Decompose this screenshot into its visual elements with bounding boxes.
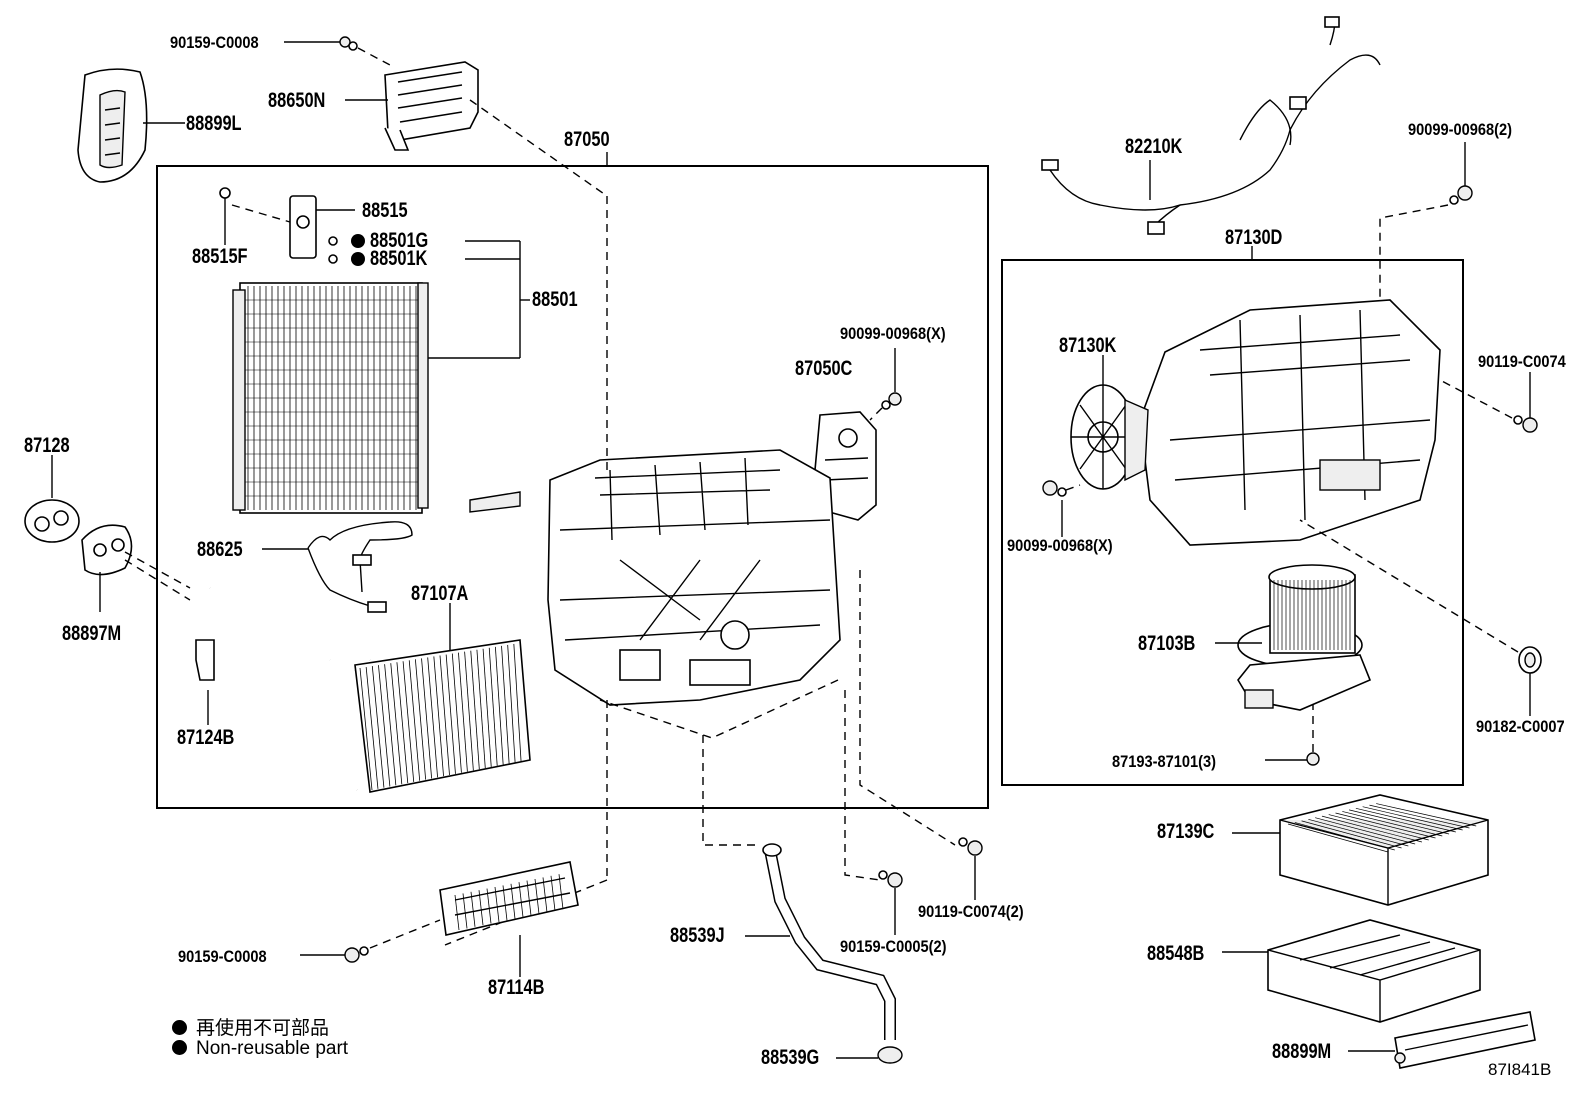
label-90159-c0008-top: 90159-C0008	[170, 33, 259, 52]
label-88650n: 88650N	[268, 89, 326, 112]
label-90119-c0074: 90119-C0074	[1478, 352, 1566, 371]
label-87103b: 87103B	[1138, 632, 1196, 655]
label-88515f: 88515F	[192, 245, 248, 268]
label-87130d: 87130D	[1225, 226, 1283, 249]
legend-line-en: Non-reusable part	[172, 1038, 348, 1060]
label-88501k: 88501K	[370, 247, 428, 270]
label-87114b: 87114B	[488, 976, 545, 999]
label-82210k: 82210K	[1125, 135, 1183, 158]
label-87050c: 87050C	[795, 357, 853, 380]
filter-tray-88548b	[1267, 919, 1481, 1023]
label-88548b: 88548B	[1147, 942, 1205, 965]
label-88899m: 88899M	[1272, 1040, 1332, 1063]
label-87130k: 87130K	[1059, 334, 1117, 357]
blower-unit-frame	[1001, 259, 1464, 786]
duct-87114b	[439, 861, 579, 936]
legend-line-jp: 再使用不可部品	[172, 1013, 329, 1040]
label-87050: 87050	[564, 128, 610, 151]
plate-88897m	[81, 524, 133, 576]
label-88539g: 88539G	[761, 1046, 820, 1069]
label-90182-c0007: 90182-C0007	[1476, 717, 1565, 736]
label-88539j: 88539J	[670, 924, 725, 947]
bezel-88899l	[77, 68, 148, 183]
drain-hose-88539j	[762, 843, 896, 1040]
label-88501g: 88501G	[370, 229, 429, 252]
control-module-88650n	[384, 61, 479, 151]
wire-harness-82210k	[1041, 16, 1381, 235]
label-90119-c0074-2: 90119-C0074(2)	[918, 902, 1024, 921]
clamp-87124b	[195, 639, 215, 681]
cabin-filter-87139c	[1279, 794, 1489, 906]
diagram-code: 87I841B	[1488, 1060, 1552, 1079]
label-88625: 88625	[197, 538, 243, 561]
label-90159-c0005: 90159-C0005(2)	[840, 937, 947, 956]
label-90099-00968-x-mid: 90099-00968(X)	[840, 324, 946, 343]
label-87139c: 87139C	[1157, 820, 1215, 843]
hvac-case-87050	[469, 449, 841, 706]
blower-motor-87103b	[1237, 564, 1372, 711]
legend-text-en: Non-reusable part	[196, 1038, 349, 1059]
label-88515: 88515	[362, 199, 408, 222]
label-87124b: 87124B	[177, 726, 235, 749]
label-87128: 87128	[24, 434, 70, 457]
evaporator-88501	[232, 282, 429, 514]
label-90159-c0008-bot: 90159-C0008	[178, 947, 267, 966]
main-unit-frame	[156, 165, 989, 809]
expansion-valve-88515	[289, 195, 355, 259]
non-reusable-dot-icon	[172, 1020, 187, 1035]
heater-core-87107a	[188, 584, 531, 793]
label-87107a: 87107A	[411, 582, 469, 605]
label-88899l: 88899L	[186, 112, 242, 135]
label-88501: 88501	[532, 288, 578, 311]
grommet-87128	[24, 499, 80, 543]
label-90099-00968-2: 90099-00968(2)	[1408, 120, 1513, 139]
legend-text-jp: 再使用不可部品	[196, 1018, 330, 1039]
label-88897m: 88897M	[62, 622, 122, 645]
label-87193-87101: 87193-87101(3)	[1112, 752, 1217, 771]
blower-case-87130d	[1139, 299, 1441, 546]
sensor-88625	[307, 521, 413, 613]
cover-87130k	[1070, 384, 1149, 490]
non-reusable-dot-icon	[172, 1040, 187, 1055]
label-90099-00968-x-low: 90099-00968(X)	[1007, 536, 1113, 555]
